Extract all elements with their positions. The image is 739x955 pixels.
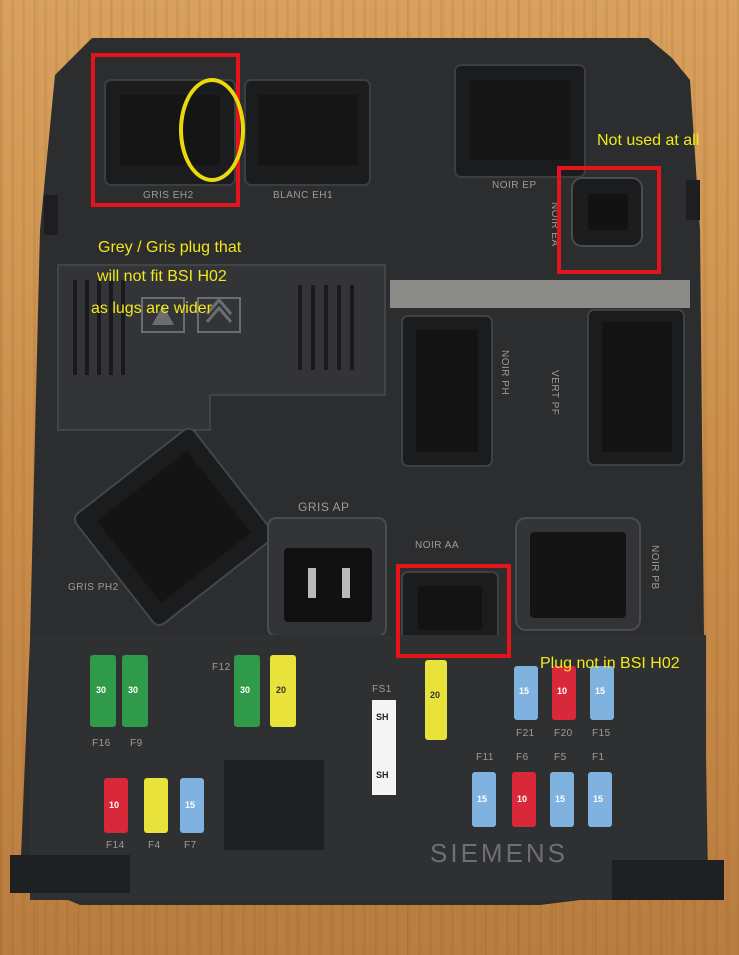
fuse-label-f7: F7	[184, 840, 197, 851]
label-noir-ep: NOIR EP	[492, 180, 537, 191]
label-gris-ph2: GRIS PH2	[68, 582, 119, 593]
fuse-label-f1: F1	[592, 752, 605, 763]
fuse-label-f12: F12	[212, 662, 231, 673]
fuse-20-yellow	[425, 660, 447, 740]
label-noir-aa: NOIR AA	[415, 540, 460, 551]
fuse-label-f5: F5	[554, 752, 567, 763]
connector-gris-ph2	[73, 427, 274, 627]
note-grey-line1: Grey / Gris plug that	[98, 239, 242, 256]
label-gris-eh2: GRIS EH2	[143, 190, 194, 201]
fuse-label-f9: F9	[130, 738, 143, 749]
fuse-rating-f5: 15	[555, 794, 566, 804]
highlight-ring-lugs	[179, 78, 245, 182]
fuse-label-f14: F14	[106, 840, 125, 851]
brand-siemens: SIEMENS	[430, 838, 569, 868]
highlight-box-noir-aa	[396, 564, 511, 658]
fuse-rating-f21: 15	[519, 686, 530, 696]
fuse-label-f21: F21	[516, 728, 535, 739]
fuse-rating-20: 20	[430, 690, 441, 700]
note-grey-line3: as lugs are wider	[91, 300, 212, 317]
mount-foot-left	[10, 855, 130, 893]
rib-group-left	[73, 280, 125, 375]
fuse-f12	[234, 655, 296, 727]
fuse-rating-f14: 10	[109, 800, 120, 810]
side-clip-right	[686, 180, 700, 220]
fuse-label-f16: F16	[92, 738, 111, 749]
note-plug-not: Plug not in BSI H02	[540, 655, 680, 672]
grey-strip	[390, 280, 690, 308]
fuse-rating-sh2: SH	[376, 770, 389, 780]
fuse-row-bottom-right	[472, 772, 612, 827]
fuse-rating-f7: 15	[185, 800, 196, 810]
fuse-label-f20: F20	[554, 728, 573, 739]
fuse-rating-f20: 10	[557, 686, 568, 696]
fuse-rating-f16: 30	[96, 685, 107, 695]
note-grey-line2: will not fit BSI H02	[97, 268, 227, 285]
fuse-label-f4: F4	[148, 840, 161, 851]
label-gris-ap: GRIS AP	[298, 500, 350, 514]
peugeot-logo	[141, 297, 185, 333]
raised-panel	[57, 264, 386, 431]
fuse-label-fs1: FS1	[372, 684, 392, 695]
label-noir-pb: NOIR PB	[649, 545, 660, 590]
rib-group-right	[298, 285, 354, 370]
fuse-label-f6: F6	[516, 752, 529, 763]
fuse-rating-f1: 15	[593, 794, 604, 804]
label-vert-pf: VERT PF	[549, 370, 560, 416]
label-blanc-eh1: BLANC EH1	[273, 190, 334, 201]
fuse-fs1-shunt	[372, 700, 396, 795]
fuse-row-top-right	[514, 666, 614, 720]
fuse-row-bottom-left	[104, 778, 204, 833]
side-clip-left	[44, 195, 58, 235]
note-not-used: Not used at all	[597, 132, 700, 149]
label-noir-ph: NOIR PH	[499, 350, 510, 396]
fuse-rating-f11: 15	[477, 794, 488, 804]
fuse-label-f15: F15	[592, 728, 611, 739]
fuse-label-f11: F11	[476, 752, 494, 763]
fuse-rating-f15: 15	[595, 686, 606, 696]
fuse-rating-f12b: 20	[276, 685, 287, 695]
fuse-f16-f9	[90, 655, 148, 727]
fuse-rating-f12a: 30	[240, 685, 251, 695]
fuse-rating-f6: 10	[517, 794, 528, 804]
highlight-box-noir-ea	[557, 166, 661, 274]
fuse-block-center	[224, 760, 324, 850]
fuse-rating-sh1: SH	[376, 712, 389, 722]
mount-foot-right	[612, 860, 724, 900]
fuse-rating-f9: 30	[128, 685, 139, 695]
